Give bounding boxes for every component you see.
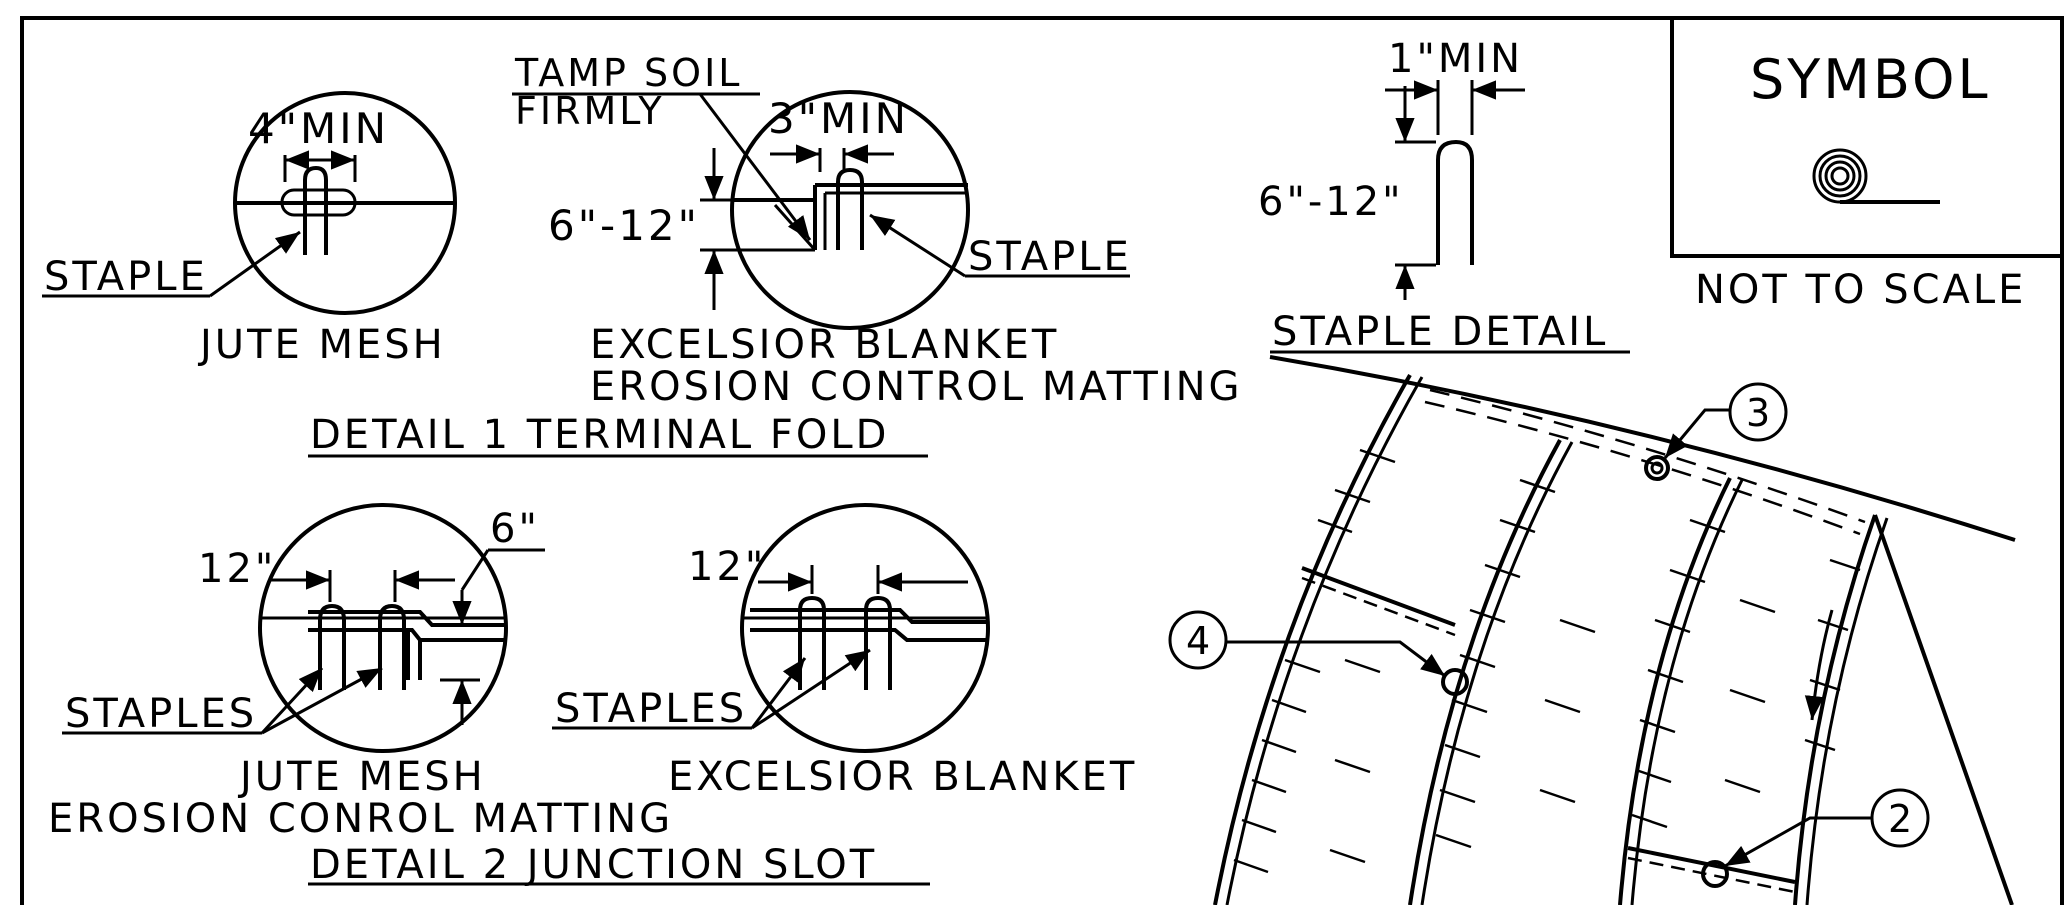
detail2-jute-mesh: 12" 6" STAPLES JUTE MESH: [62, 503, 545, 800]
detail2-title: DETAIL 2 JUNCTION SLOT: [310, 842, 877, 888]
callout-4-label: 4: [1186, 619, 1210, 663]
callout-2: 2: [1724, 788, 1930, 868]
excelsior-staples-label: STAPLES: [555, 686, 747, 732]
jute-mesh-caption-2: JUTE MESH: [237, 754, 486, 800]
excelsior-dim-min: 3"MIN: [768, 94, 909, 143]
detail1-title: DETAIL 1 TERMINAL FOLD: [310, 412, 889, 458]
callout-3: 3: [1663, 382, 1788, 459]
sheet-border: [20, 16, 2064, 905]
jute-dim-depth: 6": [490, 506, 540, 552]
roll-symbol-icon: [1812, 148, 1940, 204]
firmly-label: FIRMLY: [515, 89, 665, 133]
not-to-scale-note: NOT TO SCALE: [1695, 267, 2026, 313]
callout-4: 4: [1168, 610, 1446, 678]
staple-dim-length: 6"-12": [1258, 179, 1404, 225]
slope-plan-view: [1213, 355, 2016, 905]
detail2-excelsior-blanket: 12" STAPLES EXCELSIOR BLANKET: [552, 503, 1137, 800]
jute-staples-label: STAPLES: [65, 691, 257, 737]
callout-2-label: 2: [1888, 797, 1912, 841]
callout-3-label: 3: [1746, 391, 1770, 435]
detail1-excelsior-blanket: TAMP SOIL FIRMLY 3"MIN 6"-12" STAPLE EXC…: [512, 51, 1243, 410]
excelsior-dim-spacing: 12": [688, 544, 766, 590]
erosion-caption-detail2: EROSION CONROL MATTING: [48, 796, 673, 842]
excelsior-caption-detail2: EXCELSIOR BLANKET: [668, 754, 1137, 800]
staple-dim-min: 1"MIN: [1388, 36, 1523, 82]
staple-detail-title: STAPLE DETAIL: [1272, 309, 1608, 355]
detail1-jute-mesh: 4"MIN STAPLE JUTE MESH: [42, 91, 457, 368]
symbol-legend: SYMBOL NOT TO SCALE: [1670, 16, 2064, 313]
excelsior-dim-depth: 6"-12": [548, 201, 700, 250]
excelsior-caption-2: EROSION CONTROL MATTING: [590, 364, 1243, 410]
jute-dim-min: 4"MIN: [248, 104, 389, 153]
jute-dim-spacing: 12": [198, 546, 276, 592]
symbol-title: SYMBOL: [1750, 48, 1991, 111]
staple-detail: 1"MIN 6"-12" STAPLE DETAIL: [1258, 36, 1630, 355]
excelsior-staple-label: STAPLE: [968, 234, 1132, 280]
jute-mesh-caption: JUTE MESH: [197, 322, 446, 368]
tamp-soil-label: TAMP SOIL: [514, 51, 742, 95]
excelsior-caption-1: EXCELSIOR BLANKET: [590, 322, 1059, 368]
jute-staple-label: STAPLE: [44, 254, 208, 300]
